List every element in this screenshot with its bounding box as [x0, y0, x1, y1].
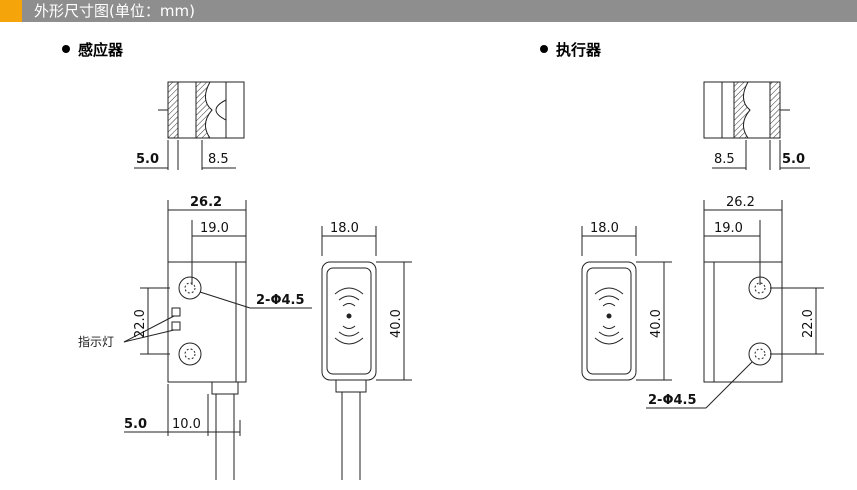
sensor-dim-side-width: 18.0	[330, 221, 359, 236]
sensor-dim-top-left: 5.0	[136, 152, 159, 167]
sensor-dim-top-right: 8.5	[208, 152, 229, 167]
sensor-dim-side-height: 40.0	[389, 309, 404, 338]
actuator-heading-text: 执行器	[556, 41, 602, 59]
sensor-dim-holes: 2-Φ4.5	[256, 293, 305, 308]
actuator-front-view	[646, 200, 824, 409]
sensor-heading-text: 感应器	[78, 41, 124, 59]
sensor-indicator-label: 指示灯	[78, 334, 114, 349]
actuator-dim-top-right: 5.0	[782, 152, 805, 167]
section-header: 外形尺寸图(单位：mm)	[0, 0, 857, 22]
sensor-dim-cable-width: 10.0	[172, 417, 201, 432]
bullet-icon	[540, 44, 548, 53]
sensor-dim-hole-spacing: 22.0	[133, 309, 148, 338]
actuator-dim-width: 26.2	[726, 195, 755, 210]
sensor-dim-hole-offset: 19.0	[200, 221, 229, 236]
bullet-icon	[62, 44, 70, 53]
actuator-dim-side-width: 18.0	[590, 221, 619, 236]
actuator-dim-holes: 2-Φ4.5	[648, 393, 697, 408]
header-accent	[0, 0, 22, 22]
sensor-dim-cable-left: 5.0	[124, 417, 147, 432]
sensor-dim-width: 26.2	[190, 195, 222, 210]
sensor-front-view	[123, 200, 312, 480]
sensor-heading: 感应器	[62, 40, 123, 60]
actuator-side-view	[581, 226, 672, 381]
sensor-top-view	[134, 81, 245, 170]
actuator-dim-top-left: 8.5	[714, 152, 735, 167]
actuator-dim-hole-offset: 19.0	[714, 221, 743, 236]
actuator-top-view	[703, 81, 810, 170]
actuator-heading: 执行器	[540, 40, 601, 60]
sensor-side-view	[321, 226, 412, 480]
actuator-dim-side-height: 40.0	[649, 309, 664, 338]
header-title: 外形尺寸图(单位：mm)	[34, 2, 195, 20]
actuator-dim-hole-spacing: 22.0	[801, 309, 816, 338]
